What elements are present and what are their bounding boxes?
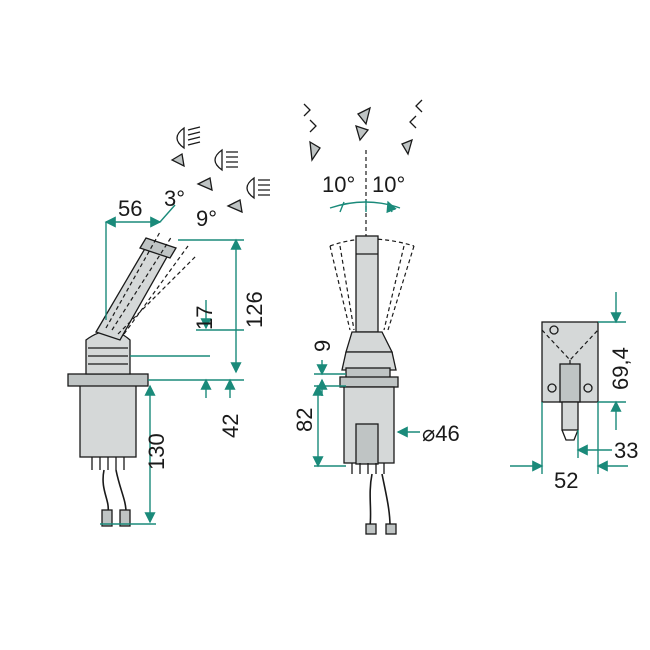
high-beam-icon <box>246 176 270 200</box>
angle-left: 10° <box>322 172 355 197</box>
dim-body-front: 82 <box>292 408 317 432</box>
angle-large: 9° <box>196 206 217 231</box>
dim-body-side: 130 <box>144 433 169 470</box>
angle-small: 3° <box>164 186 185 211</box>
dim-width: 52 <box>554 468 578 493</box>
side-body <box>79 384 137 458</box>
angle-right: 10° <box>372 172 405 197</box>
mount-stem <box>559 363 581 403</box>
dim-boot: 17 <box>192 306 217 330</box>
dim-nut: 9 <box>310 340 335 352</box>
front-flange <box>339 376 399 388</box>
side-flange <box>67 373 149 387</box>
horn-icon <box>170 152 243 214</box>
side-boot <box>85 330 131 375</box>
horn-icon-center <box>355 106 371 142</box>
headlight-flash-icon <box>214 148 238 172</box>
front-lever <box>355 235 379 333</box>
side-view: 56 3° 9° 126 17 42 130 <box>67 126 270 527</box>
front-boot <box>345 331 394 353</box>
dim-diameter: ⌀46 <box>422 421 460 446</box>
dim-offset-top: 56 <box>118 196 142 221</box>
front-view: 10° 10° 9 82 ⌀46 <box>292 99 460 535</box>
dim-height-total: 126 <box>242 291 267 328</box>
low-beam-icon <box>176 126 201 150</box>
dim-hole-spacing: 69,4 <box>608 347 633 390</box>
dim-offset: 33 <box>614 438 638 463</box>
dim-flange: 42 <box>218 414 243 438</box>
turn-signal-left-icon <box>303 103 321 162</box>
mount-view: 69,4 52 33 <box>510 292 638 493</box>
turn-signal-right-icon <box>401 99 423 156</box>
